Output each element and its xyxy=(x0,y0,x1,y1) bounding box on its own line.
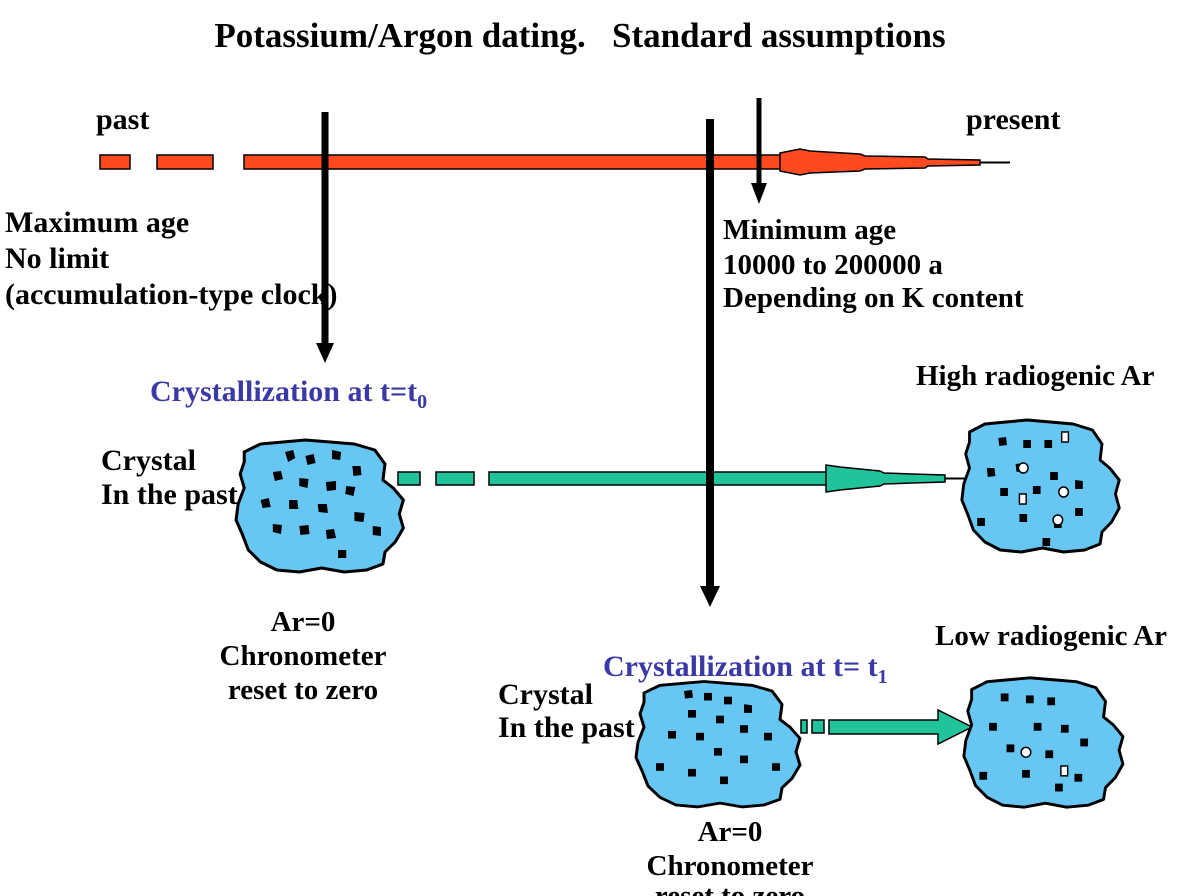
caption-t1-prefix: Crystallization at t= xyxy=(603,650,868,683)
ar-zero-t1: Ar=0 xyxy=(697,816,763,848)
decay-arrow-t0 xyxy=(397,464,966,493)
arrow-minimum-age-marker xyxy=(751,98,767,204)
crystal-t0-label-line1: Crystal xyxy=(101,444,196,477)
past-label: past xyxy=(96,103,150,136)
reset-t0-line1: Chronometer xyxy=(219,640,387,672)
low-radiogenic-ar-label: Low radiogenic Ar xyxy=(935,620,1167,652)
crystal-t1-label-line2: In the past xyxy=(498,711,635,744)
caption-t0-subscript: 0 xyxy=(417,391,428,413)
crystallization-t1-caption: Crystallization at t= t1 xyxy=(588,622,888,688)
min-age-line2: 10000 to 200000 a xyxy=(723,249,943,281)
max-age-line2: No limit xyxy=(5,242,110,275)
max-age-line3: (accumulation-type clock) xyxy=(5,278,338,311)
ar-zero-t0: Ar=0 xyxy=(270,606,336,638)
crystal-t1-past xyxy=(634,680,802,809)
reset-t0-line2: reset to zero xyxy=(227,674,379,706)
arrow-t1-down xyxy=(700,119,720,607)
caption-t0-prefix: Crystallization at t= xyxy=(150,375,408,408)
min-age-line3: Depending on K content xyxy=(723,282,1024,314)
max-age-line1: Maximum age xyxy=(5,206,190,239)
crystal-t1-present xyxy=(962,676,1125,809)
decay-arrow-t1 xyxy=(800,708,974,746)
caption-t1-subscript: 1 xyxy=(877,666,888,688)
crystal-t0-label-line2: In the past xyxy=(101,478,238,511)
crystal-t0-present xyxy=(960,418,1121,554)
page-title: Potassium/Argon dating. Standard assumpt… xyxy=(214,16,946,55)
timeline-bar xyxy=(99,148,1010,176)
high-radiogenic-ar-label: High radiogenic Ar xyxy=(916,360,1155,392)
crystallization-t0-caption: Crystallization at t=t0 xyxy=(150,375,428,413)
arrow-t0-down xyxy=(316,112,334,363)
reset-t1-line1: Chronometer xyxy=(646,850,814,882)
reset-t1-line2: reset to zero xyxy=(630,882,830,896)
crystal-t1-label-line1: Crystal xyxy=(498,678,593,711)
min-age-line1: Minimum age xyxy=(723,214,897,246)
present-label: present xyxy=(966,103,1061,136)
caption-t0-t: t xyxy=(407,375,418,408)
crystal-t0-past xyxy=(234,438,405,574)
caption-t1-t: t xyxy=(867,650,878,683)
